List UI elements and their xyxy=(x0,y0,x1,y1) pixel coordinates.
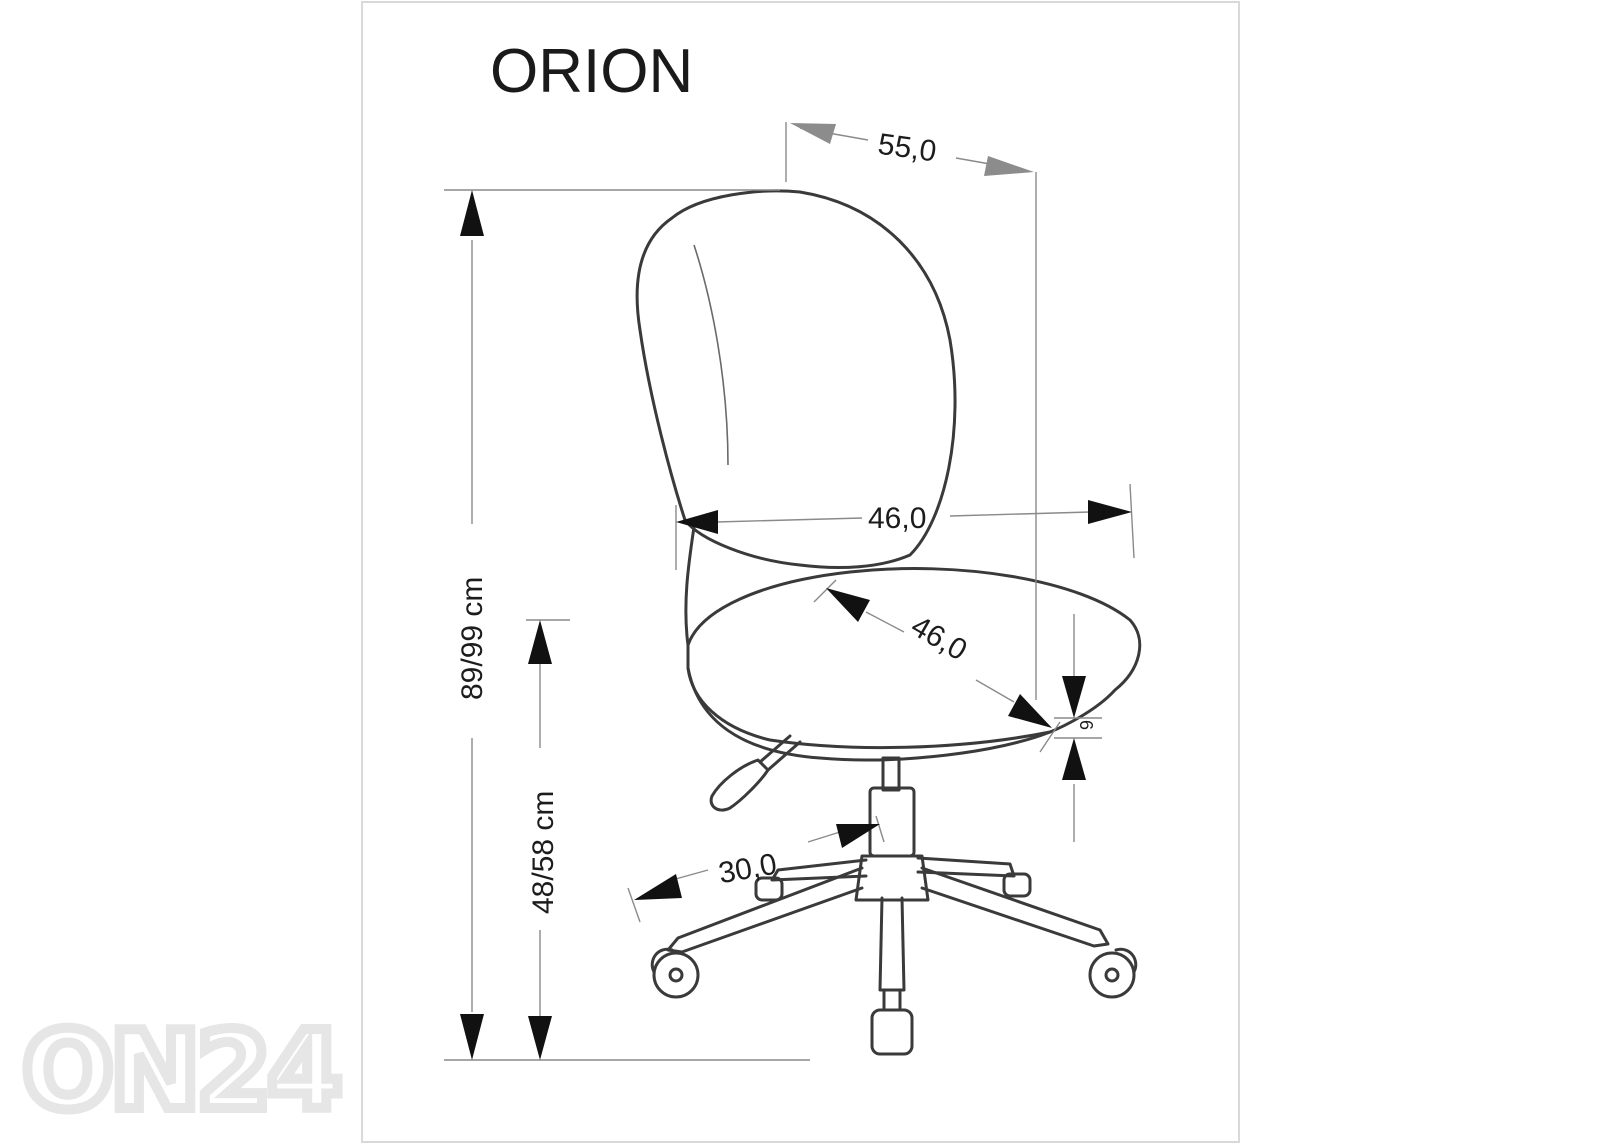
seat-height-label: 48/58 cm xyxy=(527,791,560,914)
total-height-arrow-top xyxy=(460,190,484,236)
base-leg-front xyxy=(878,896,906,992)
seat-depth-arrow-top xyxy=(826,588,870,622)
base-leg-back-left xyxy=(770,858,868,882)
chair-outline xyxy=(635,189,1142,1056)
dimension-total-height: 89/99 cm xyxy=(444,189,810,1061)
seat-thickness-arrow-top xyxy=(1062,676,1086,718)
caster-left xyxy=(650,947,700,999)
base-radius-arrow-right xyxy=(836,824,880,848)
backrest-stem xyxy=(684,518,697,647)
gas-lever-handle xyxy=(709,758,770,812)
total-height-label: 89/99 cm xyxy=(456,577,489,700)
total-height-arrow-bottom xyxy=(460,1014,484,1060)
seat-depth-label: 46,0 xyxy=(905,609,972,667)
watermark-logo: ON24 xyxy=(22,1009,339,1134)
dimension-seat-height: 48/58 cm xyxy=(526,619,570,1060)
width-arrow-right xyxy=(984,156,1034,176)
caster-back-right xyxy=(1002,872,1032,898)
dimension-base-radius: 30,0 xyxy=(627,815,885,923)
seat-width-arrow-left xyxy=(676,510,718,534)
seat-width-label: 46,0 xyxy=(868,502,926,535)
caster-back-left xyxy=(754,876,784,902)
dimension-seat-width: 46,0 xyxy=(675,483,1135,570)
drawing-frame xyxy=(361,1,1240,1143)
backrest-seam xyxy=(693,244,729,466)
width-arrow-left xyxy=(790,123,836,144)
gas-lever xyxy=(758,734,802,772)
base-hub xyxy=(854,854,930,902)
base-radius-label: 30,0 xyxy=(716,848,779,891)
backrest xyxy=(635,189,957,569)
seat-height-arrow-bottom xyxy=(528,1016,552,1060)
dimension-seat-depth: 46,0 xyxy=(813,579,1061,753)
width-label: 55,0 xyxy=(876,128,938,169)
gas-column-top xyxy=(881,756,901,792)
seat-height-arrow-top xyxy=(528,620,552,664)
product-title: ORION xyxy=(490,37,693,106)
base-radius-arrow-left xyxy=(634,874,682,900)
seat-underside xyxy=(686,666,1052,762)
base-leg-right xyxy=(920,866,1110,948)
seat-top xyxy=(686,567,1142,750)
caster-right xyxy=(1088,947,1138,999)
dimension-width: 55,0 xyxy=(785,122,1037,700)
seat-depth-arrow-bottom xyxy=(1008,694,1052,728)
seat-width-arrow-right xyxy=(1088,500,1132,524)
seat-thickness-arrow-bottom xyxy=(1062,738,1086,780)
base-leg-back-right xyxy=(916,856,1016,878)
gas-column xyxy=(868,786,916,858)
dimension-seat-thickness: 6 xyxy=(1054,614,1102,842)
seat-thickness-label: 6 xyxy=(1076,720,1096,730)
caster-front xyxy=(870,988,914,1056)
